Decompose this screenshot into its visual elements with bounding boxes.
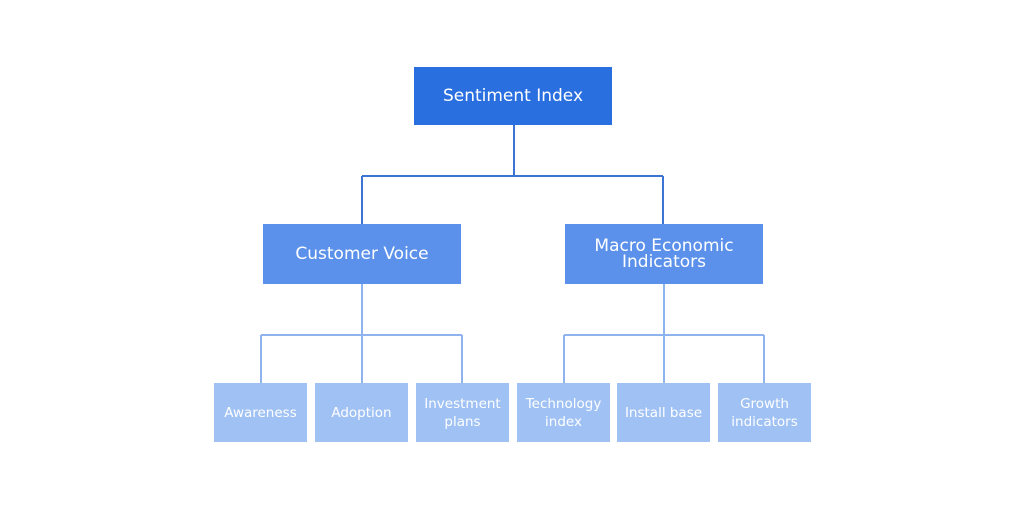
node-adoption: Adoption [315, 383, 408, 442]
node-investment-plans-label: Investment plans [424, 395, 501, 430]
node-install-base: Install base [617, 383, 710, 442]
node-growth-indicators: Growth indicators [718, 383, 811, 442]
node-macro-economic-indicators: Macro Economic Indicators [565, 224, 763, 284]
node-growth-indicators-label: Growth indicators [731, 395, 798, 430]
node-sentiment-index: Sentiment Index [414, 67, 612, 125]
node-customer-voice: Customer Voice [263, 224, 461, 284]
node-awareness-label: Awareness [224, 404, 297, 421]
node-macro-economic-indicators-label: Macro Economic Indicators [594, 236, 734, 272]
node-technology-index-label: Technology index [525, 395, 602, 430]
node-awareness: Awareness [214, 383, 307, 442]
node-technology-index: Technology index [517, 383, 610, 442]
node-sentiment-index-label: Sentiment Index [442, 85, 584, 106]
node-customer-voice-label: Customer Voice [295, 244, 429, 264]
node-investment-plans: Investment plans [416, 383, 509, 442]
node-install-base-label: Install base [624, 404, 703, 421]
node-adoption-label: Adoption [331, 404, 392, 421]
